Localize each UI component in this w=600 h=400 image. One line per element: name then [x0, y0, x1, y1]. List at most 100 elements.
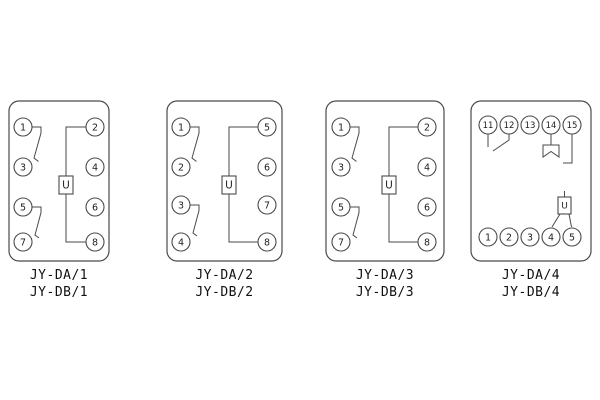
terminal: 1 [171, 117, 191, 137]
terminal-number: 7 [338, 238, 344, 249]
terminal-number: 6 [92, 203, 98, 214]
terminal: 5 [562, 227, 582, 247]
coil-box [381, 175, 397, 195]
terminal: 6 [85, 197, 105, 217]
model-label-db: JY-DB/2 [195, 285, 254, 300]
terminal: 3 [171, 195, 191, 215]
terminal-number: 4 [92, 163, 98, 174]
terminal-number: 12 [504, 121, 515, 131]
panel-4-schematic: U 11 12 13 14 15 1 2 3 4 5 [470, 100, 592, 262]
terminal-number: 6 [264, 163, 270, 174]
contact-symbol [487, 134, 510, 152]
coil-label: U [385, 180, 393, 192]
terminal-number: 3 [527, 233, 533, 244]
terminal-number: 2 [178, 163, 184, 174]
terminal-number: 4 [178, 238, 184, 249]
terminal: 8 [85, 232, 105, 252]
terminal-number: 4 [424, 163, 430, 174]
terminal: 7 [331, 232, 351, 252]
model-label-db: JY-DB/1 [29, 285, 89, 300]
model-label-da: JY-DA/3 [355, 268, 415, 283]
terminal: 4 [85, 157, 105, 177]
terminal: 6 [257, 157, 277, 177]
panel-2-schematic: U 1 2 3 4 5 6 7 8 [166, 100, 283, 262]
terminal: 3 [520, 227, 540, 247]
terminal: 5 [331, 197, 351, 217]
terminal: 1 [13, 117, 33, 137]
terminal: 2 [85, 117, 105, 137]
coil-label: U [561, 202, 568, 212]
terminal: 3 [13, 157, 33, 177]
terminal-number: 1 [485, 233, 491, 244]
terminal-number: 15 [567, 121, 578, 131]
terminal-number: 2 [424, 123, 430, 134]
terminal-number: 7 [20, 238, 26, 249]
terminal: 11 [478, 115, 498, 135]
panel-2: U 1 2 3 4 5 6 7 8 JY-DA/2 JY-DB/2 [166, 100, 283, 301]
panel-1-schematic: U 1 3 5 7 2 4 6 8 [8, 100, 110, 262]
terminal-number: 5 [569, 233, 575, 244]
terminal: 14 [541, 115, 561, 135]
coil-box [58, 175, 74, 195]
contact-symbol [190, 126, 200, 162]
coil-leads [551, 213, 572, 228]
terminal-number: 1 [178, 123, 184, 134]
terminal-number: 1 [338, 123, 344, 134]
relay-outline [470, 100, 592, 262]
panel-1: U 1 3 5 7 2 4 6 8 JY-DA/1 JY-DB/1 [8, 100, 110, 301]
terminal: 2 [171, 157, 191, 177]
terminal: 6 [417, 197, 437, 217]
contact-symbol [190, 204, 200, 237]
flag-symbol [542, 144, 560, 158]
terminal-number: 11 [483, 121, 494, 131]
panel-3-schematic: U 1 3 5 7 2 4 6 8 [325, 100, 445, 262]
terminal-number: 3 [20, 163, 26, 174]
wire [563, 134, 573, 164]
terminal: 8 [417, 232, 437, 252]
terminal: 5 [13, 197, 33, 217]
terminal: 4 [541, 227, 561, 247]
terminal-number: 5 [264, 123, 270, 134]
model-label-da: JY-DA/4 [501, 268, 561, 283]
terminal-number: 3 [338, 163, 344, 174]
coil-box [557, 196, 572, 215]
coil-wire [65, 126, 86, 243]
panel-1-labels: JY-DA/1 JY-DB/1 [8, 267, 110, 301]
coil-wire [228, 126, 258, 243]
panel-4-labels: JY-DA/4 JY-DB/4 [470, 267, 592, 301]
terminal: 3 [331, 157, 351, 177]
terminal-number: 5 [20, 203, 26, 214]
terminal: 15 [562, 115, 582, 135]
terminal-number: 8 [264, 238, 270, 249]
panel-3-labels: JY-DA/3 JY-DB/3 [325, 267, 445, 301]
terminal-number: 1 [20, 123, 26, 134]
terminal: 7 [257, 195, 277, 215]
model-label-da: JY-DA/2 [195, 268, 254, 283]
terminal-number: 8 [92, 238, 98, 249]
terminal: 1 [478, 227, 498, 247]
terminal: 5 [257, 117, 277, 137]
coil-label: U [225, 180, 233, 192]
terminal: 8 [257, 232, 277, 252]
terminal-number: 8 [424, 238, 430, 249]
model-label-db: JY-DB/4 [501, 285, 561, 300]
terminal: 1 [331, 117, 351, 137]
contact-symbol [350, 206, 360, 239]
contact-symbol [32, 126, 42, 162]
terminal-number: 3 [178, 201, 184, 212]
panel-4: U 11 12 13 14 15 1 2 3 4 5 JY-DA/4 JY-DB… [470, 100, 592, 301]
terminal-number: 2 [506, 233, 512, 244]
coil-box [221, 175, 237, 195]
terminal-number: 13 [525, 121, 536, 131]
terminal-number: 2 [92, 123, 98, 134]
terminal: 12 [499, 115, 519, 135]
terminal-number: 5 [338, 203, 344, 214]
terminal-number: 14 [546, 121, 557, 131]
terminal: 4 [417, 157, 437, 177]
terminal-number: 7 [264, 201, 270, 212]
model-label-db: JY-DB/3 [355, 285, 415, 300]
contact-symbol [350, 126, 360, 162]
model-label-da: JY-DA/1 [29, 268, 89, 283]
terminal-number: 4 [548, 233, 554, 244]
